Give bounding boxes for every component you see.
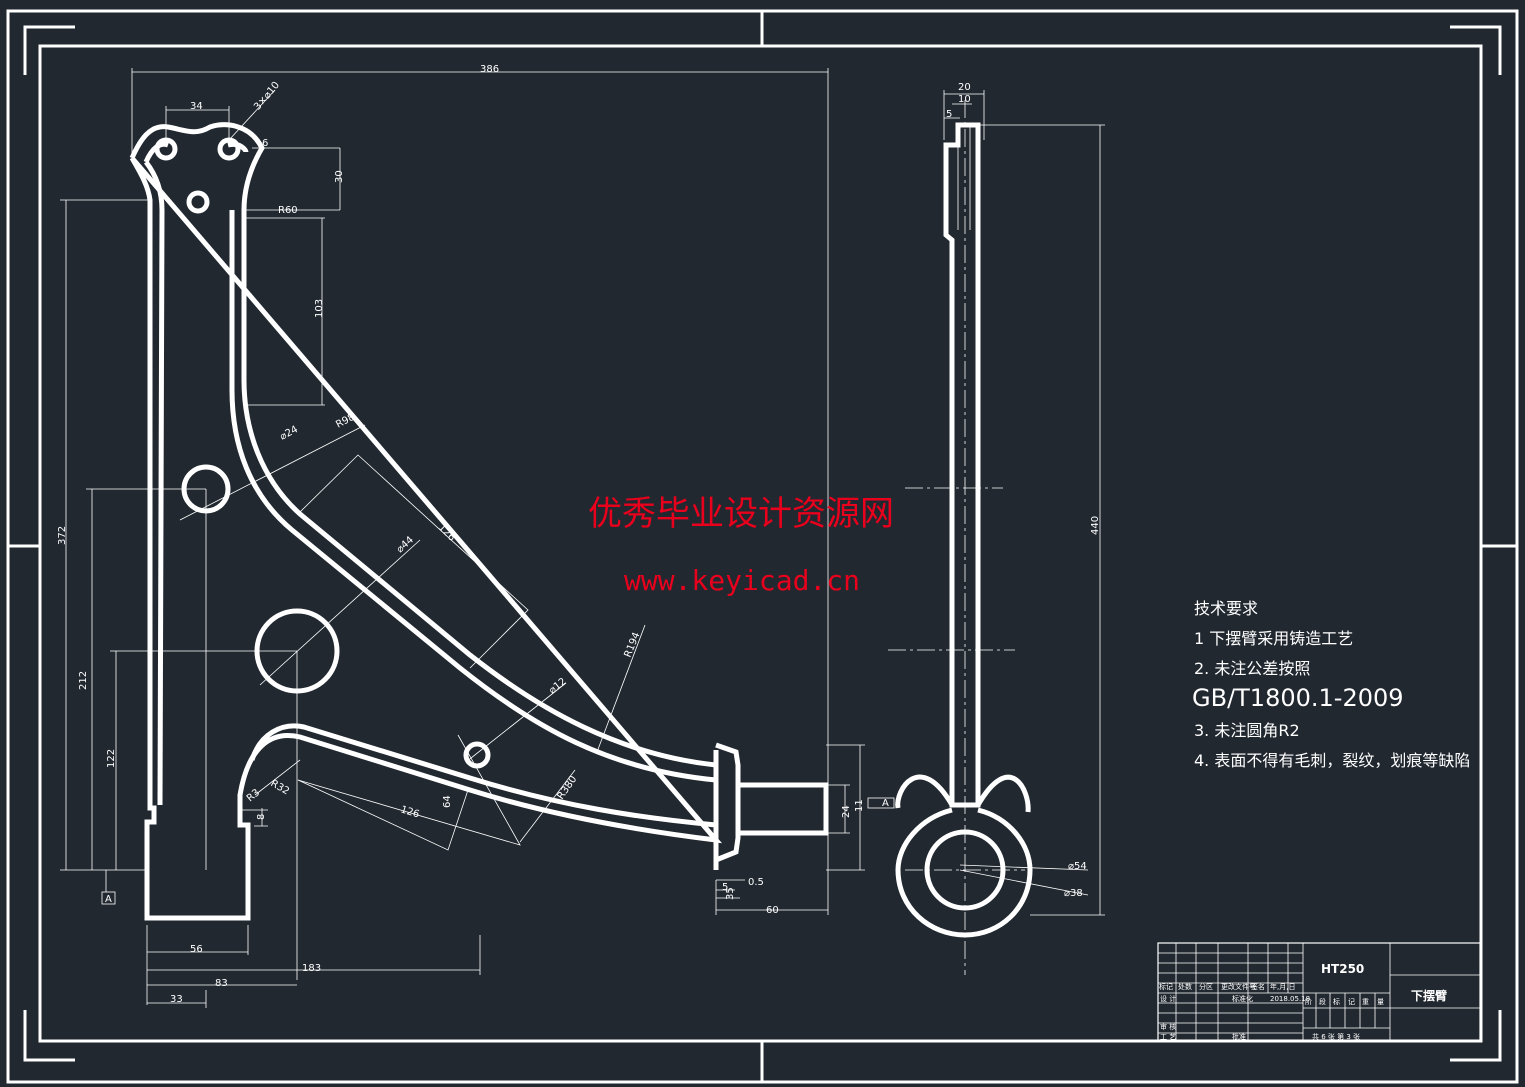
dim-126-a: 126: [436, 522, 457, 543]
dim-83: 83: [215, 978, 228, 989]
dim-11: 11: [854, 799, 865, 812]
dim-60: 60: [766, 905, 779, 916]
title-block: HT250 下摆臂 标记 处数 分区 更改文件号 签名 年,月,日 设 计 标准…: [1157, 942, 1481, 1042]
title-block-approve: 批准: [1232, 1032, 1246, 1041]
title-block-stage-6: 量: [1377, 998, 1384, 1006]
dim-126-b: 126: [399, 804, 420, 820]
dim-phi44: ⌀44: [395, 535, 416, 556]
dim-34: 34: [190, 101, 203, 112]
dim-372: 372: [57, 526, 68, 545]
dim-20: 20: [958, 82, 971, 93]
title-block-label-zone: 分区: [1199, 982, 1213, 991]
tech-notes-heading: 技术要求: [1194, 599, 1258, 618]
tech-note-1: 1 下摆臂采用铸造工艺: [1194, 629, 1353, 648]
dim-30: 30: [334, 170, 345, 183]
dim-10: 10: [958, 94, 971, 105]
title-block-date: 2018.05.18: [1270, 995, 1310, 1003]
dim-0.5: 0.5: [748, 877, 764, 888]
tech-note-4: 4. 表面不得有毛刺，裂纹，划痕等缺陷: [1194, 751, 1470, 770]
dim-r60: R60: [278, 205, 298, 216]
dim-phi24: ⌀24: [278, 424, 300, 443]
side-view: [888, 90, 1105, 975]
technical-notes: 技术要求 1 下摆臂采用铸造工艺 2. 未注公差按照 GB/T1800.1-20…: [1192, 599, 1470, 770]
dim-212: 212: [78, 671, 89, 690]
title-block-label-mark: 标记: [1159, 982, 1173, 991]
dim-103: 103: [314, 299, 325, 318]
dim-56: 56: [190, 944, 203, 955]
dim-r3: R3: [245, 787, 262, 804]
title-block-label-count: 处数: [1178, 982, 1192, 991]
dim-phi12: ⌀12: [547, 676, 569, 696]
title-block-review: 审 核: [1160, 1022, 1176, 1031]
side-view-dimension-text: 20 10 5 440 ⌀54 ⌀38: [946, 82, 1101, 899]
front-view-dimension-lines: [60, 68, 895, 1008]
dim-24: 24: [841, 805, 852, 818]
title-block-label-sign: 签名: [1251, 982, 1265, 991]
watermark: 优秀毕业设计资源网 www.keyicad.cn: [588, 494, 894, 597]
dim-386: 386: [480, 64, 499, 75]
title-block-stage-3: 标: [1333, 997, 1340, 1006]
title-block-stage-1: 阶: [1305, 997, 1312, 1006]
title-block-label-change: 更改文件号: [1221, 982, 1256, 991]
title-block-stage-5: 重: [1362, 998, 1369, 1006]
dim-r380: R380: [555, 774, 579, 802]
dim-r194: R194: [623, 631, 643, 659]
datum-ref: A: [882, 798, 889, 809]
title-block-stage-2: 段: [1319, 997, 1326, 1006]
tech-note-2-standard: GB/T1800.1-2009: [1192, 684, 1404, 712]
dim-5-side: 5: [946, 109, 952, 120]
dim-phi54: ⌀54: [1068, 861, 1087, 872]
watermark-url: www.keyicad.cn: [624, 564, 860, 597]
title-block-design: 设 计: [1160, 994, 1176, 1003]
watermark-title: 优秀毕业设计资源网: [588, 494, 894, 534]
tech-note-3: 3. 未注圆角R2: [1194, 721, 1300, 740]
dim-35: 35: [725, 887, 736, 900]
datum-a: A: [105, 894, 112, 905]
tech-note-2: 2. 未注公差按照: [1194, 659, 1310, 678]
title-block-sheets: 共 6 张 第 3 张: [1312, 1032, 1360, 1041]
title-block-standardize: 标准化: [1232, 994, 1253, 1003]
drawing-frame: [6, 9, 1519, 1084]
dim-5: 5: [722, 882, 728, 893]
front-view-dimension-text: 386 34 3×⌀10 6 30 R60 103 R98 ⌀24 372 12…: [57, 64, 889, 1005]
title-block-stage-4: 记: [1348, 998, 1355, 1006]
title-block-label-date: 年,月,日: [1270, 982, 1295, 991]
dim-440: 440: [1090, 516, 1101, 535]
dim-phi38: ⌀38: [1064, 888, 1083, 899]
dim-64: 64: [442, 795, 453, 808]
dim-6: 6: [262, 138, 268, 149]
dim-8: 8: [256, 814, 267, 820]
title-block-process: 工 艺: [1160, 1033, 1176, 1041]
dim-33: 33: [170, 994, 183, 1005]
dim-r32: R32: [269, 778, 292, 797]
title-block-material: HT250: [1321, 962, 1364, 976]
dim-183: 183: [302, 963, 321, 974]
title-block-part-name: 下摆臂: [1411, 988, 1447, 1003]
dim-122: 122: [106, 749, 117, 768]
dim-3x10: 3×⌀10: [252, 80, 282, 113]
